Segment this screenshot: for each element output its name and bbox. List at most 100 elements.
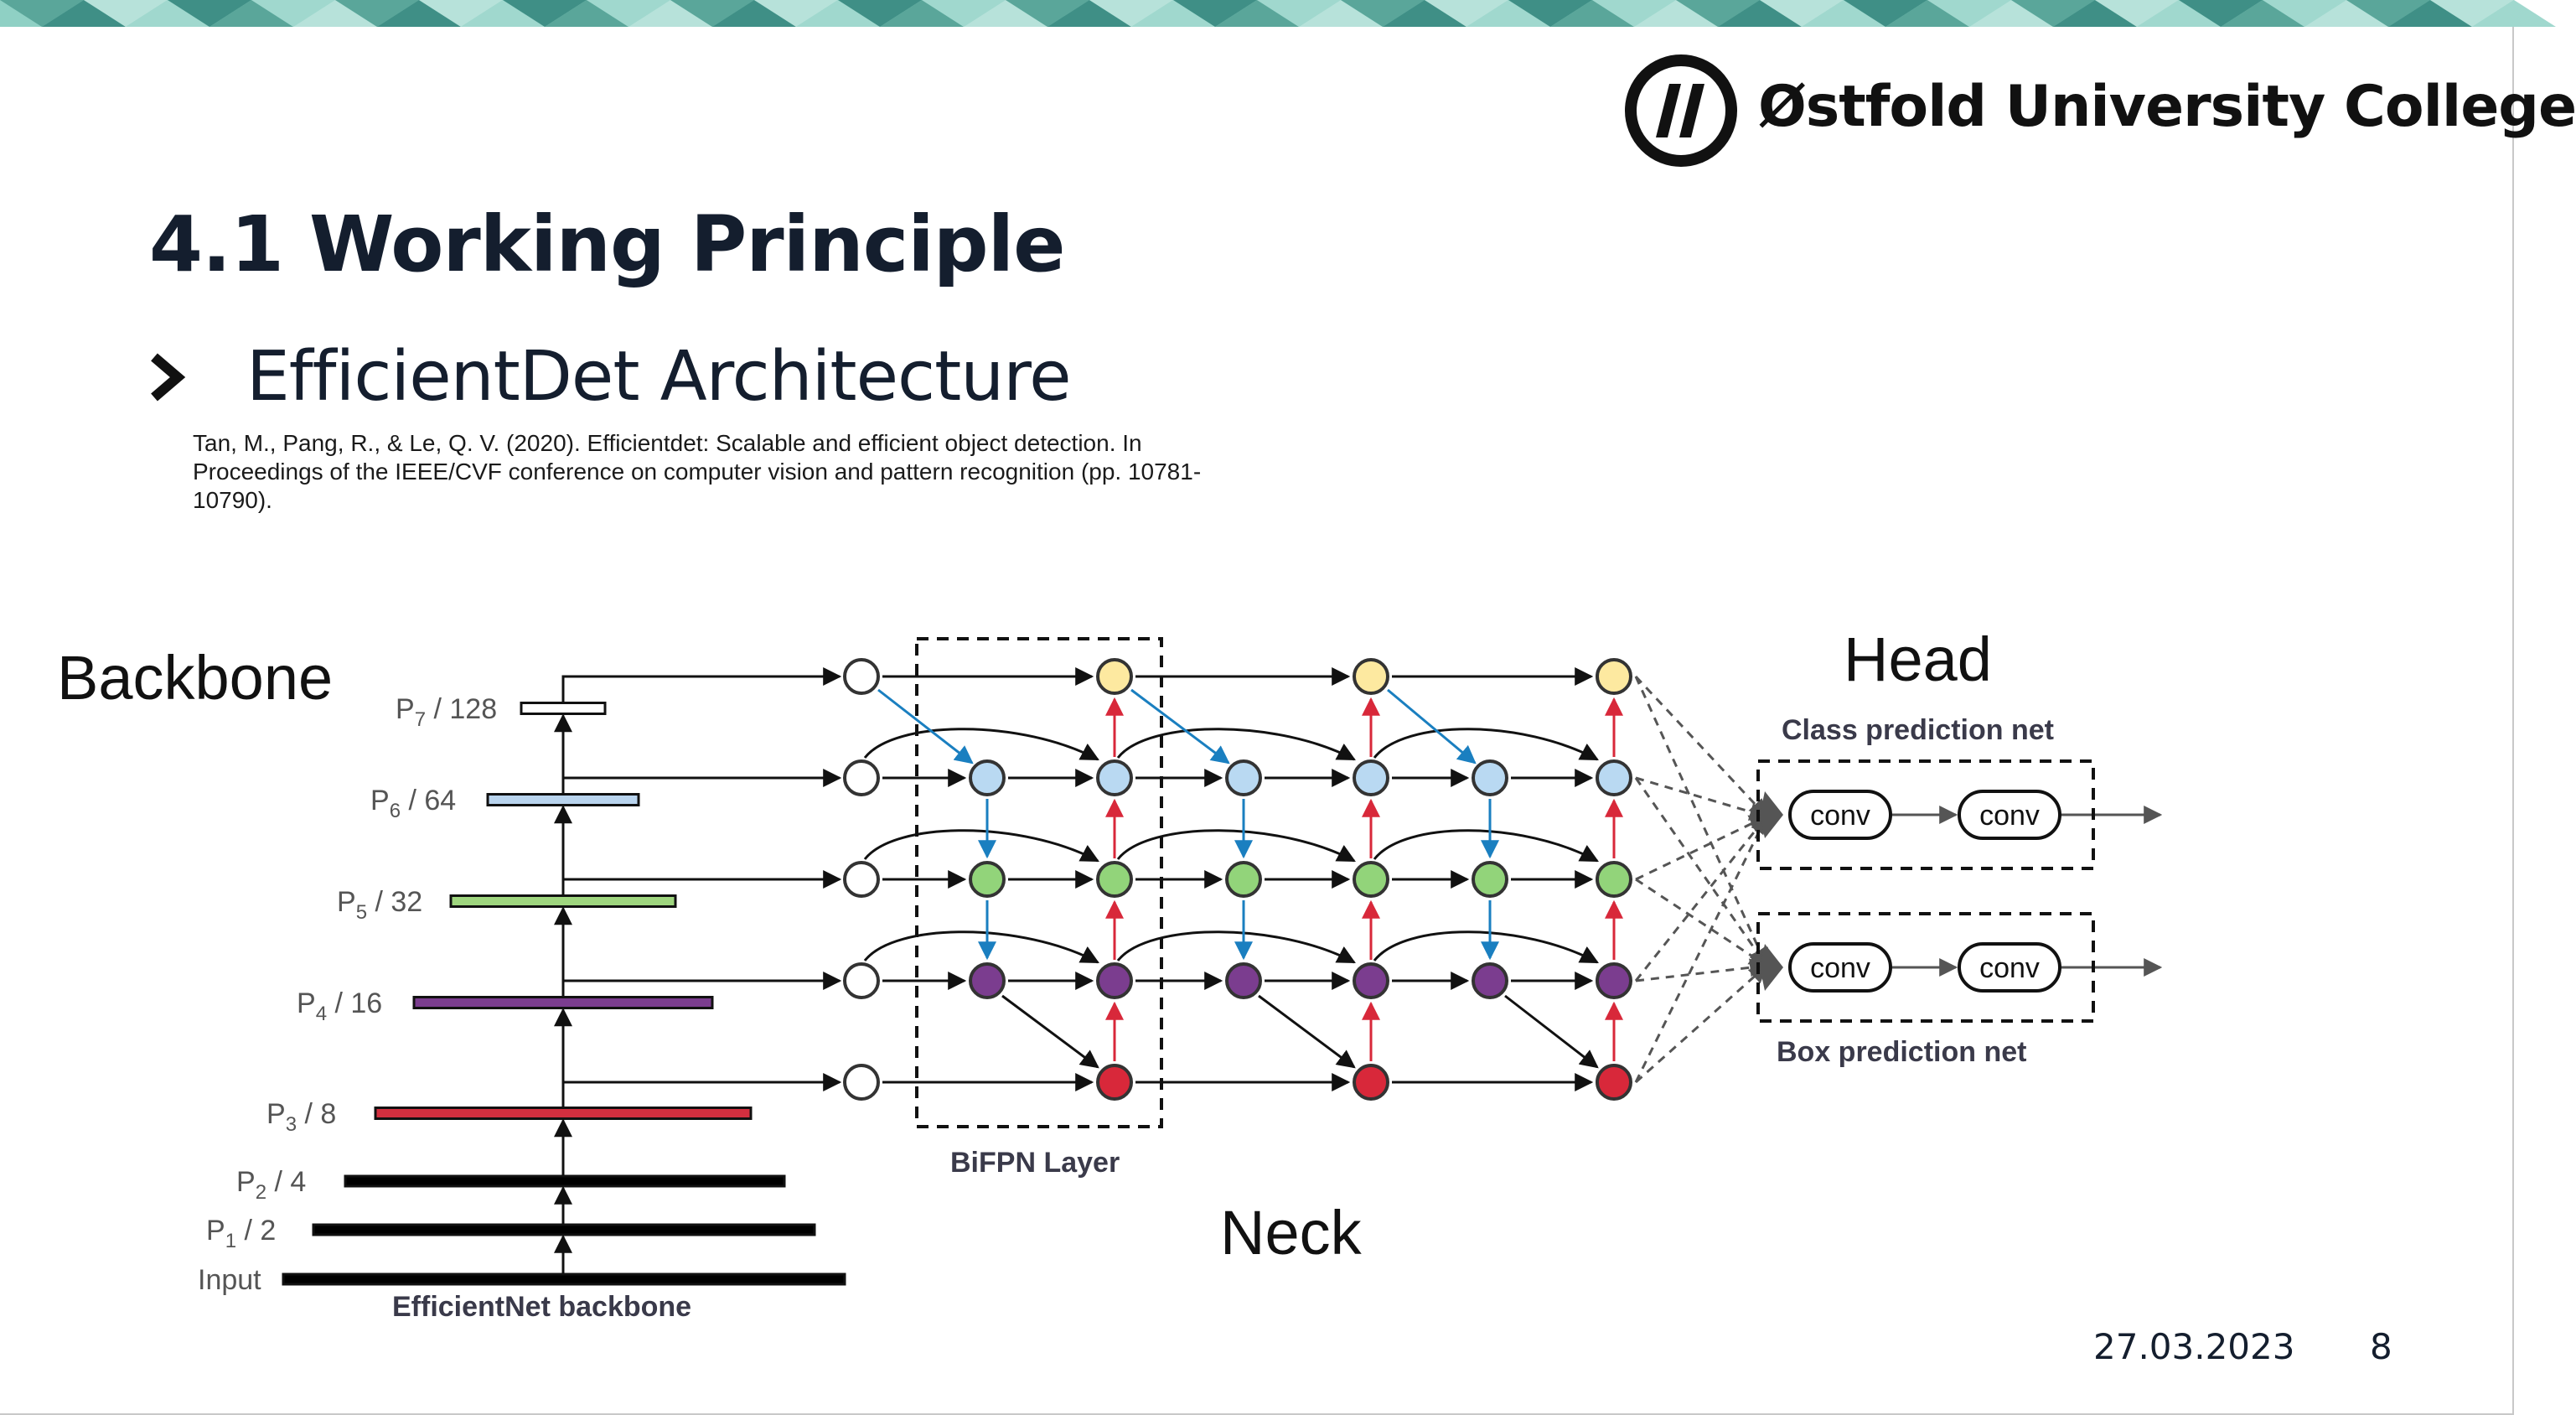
feature-tap bbox=[561, 769, 842, 793]
level-label: P5 / 32 bbox=[337, 886, 422, 924]
top-down-edge bbox=[1130, 688, 1230, 765]
citation: Tan, M., Pang, R., & Le, Q. V. (2020). E… bbox=[193, 429, 1282, 513]
input-node bbox=[843, 658, 880, 695]
conv-block bbox=[1958, 790, 2061, 840]
intermediate-node bbox=[969, 759, 1006, 796]
neck-label: Neck bbox=[1220, 1198, 1363, 1267]
bifpn-skip-curve bbox=[1373, 829, 1599, 863]
band-triangle bbox=[1592, 0, 1676, 27]
head-label: Head bbox=[1844, 625, 1992, 694]
bottom-up-edge bbox=[1258, 994, 1356, 1069]
band-triangle bbox=[1802, 0, 1885, 27]
bifpn-caption: BiFPN Layer bbox=[950, 1147, 1120, 1179]
conv-label: conv bbox=[1979, 952, 2040, 984]
band-triangle bbox=[1341, 0, 1425, 27]
feature-tap bbox=[561, 667, 842, 708]
class-net-caption: Class prediction net bbox=[1782, 714, 2054, 746]
band-triangle bbox=[545, 0, 628, 27]
output-node bbox=[1096, 1064, 1133, 1101]
output-node bbox=[1096, 658, 1133, 695]
class-prediction-net-box bbox=[1756, 759, 2095, 870]
page-number: 8 bbox=[2370, 1326, 2392, 1367]
decorative-band bbox=[0, 0, 2556, 27]
band-triangle bbox=[1089, 0, 1173, 27]
band-triangle bbox=[42, 0, 126, 27]
band-triangle bbox=[461, 0, 545, 27]
bifpn-skip-curve bbox=[863, 829, 1099, 863]
top-down-edge bbox=[1387, 688, 1477, 765]
conv-block bbox=[1788, 790, 1892, 840]
head-input-dashed bbox=[1635, 958, 1769, 982]
band-triangle bbox=[2095, 0, 2179, 27]
band-triangle bbox=[1508, 0, 1592, 27]
slide-frame bbox=[0, 0, 2514, 1415]
output-node bbox=[1096, 962, 1133, 999]
band-triangle bbox=[2388, 0, 2472, 27]
feature-tap bbox=[561, 972, 842, 996]
bifpn-layer-box bbox=[915, 637, 1163, 1128]
bifpn-skip-curve bbox=[1116, 829, 1356, 863]
band-triangle bbox=[754, 0, 838, 27]
feature-tap bbox=[561, 1073, 842, 1107]
bifpn-skip-curve bbox=[863, 930, 1099, 964]
band-triangle bbox=[1466, 0, 1550, 27]
input-node bbox=[843, 861, 880, 898]
band-triangle bbox=[964, 0, 1047, 27]
level-label: P6 / 64 bbox=[370, 785, 456, 822]
output-node bbox=[1596, 1064, 1632, 1101]
citation-line: Tan, M., Pang, R., & Le, Q. V. (2020). E… bbox=[193, 430, 1142, 456]
bifpn-skip-curve bbox=[863, 728, 1099, 761]
intermediate-node bbox=[969, 962, 1006, 999]
feature-tap bbox=[561, 870, 842, 894]
band-triangle bbox=[1215, 0, 1299, 27]
input-node bbox=[843, 1064, 880, 1101]
band-triangle bbox=[1131, 0, 1215, 27]
conv-label: conv bbox=[1979, 800, 2040, 832]
band-triangle bbox=[1173, 0, 1257, 27]
output-node bbox=[1596, 861, 1632, 898]
citation-line: 10790). bbox=[193, 487, 272, 513]
band-triangle bbox=[1299, 0, 1383, 27]
band-triangle bbox=[2053, 0, 2137, 27]
intermediate-node bbox=[969, 861, 1006, 898]
band-triangle bbox=[838, 0, 922, 27]
band-triangle bbox=[796, 0, 880, 27]
feature-level-bar bbox=[412, 996, 714, 1009]
band-triangle bbox=[1550, 0, 1634, 27]
college-logo-icon bbox=[1625, 54, 1737, 167]
institution-name: Østfold University College bbox=[1758, 74, 2576, 140]
intermediate-node bbox=[1225, 759, 1262, 796]
backbone-caption: EfficientNet backbone bbox=[392, 1291, 691, 1323]
feature-level-bar bbox=[486, 793, 640, 806]
band-triangle bbox=[2263, 0, 2346, 27]
head-input-dashed bbox=[1634, 815, 1768, 982]
output-node bbox=[1353, 962, 1389, 999]
backbone-label: Backbone bbox=[57, 643, 333, 713]
band-triangle bbox=[1006, 0, 1089, 27]
input-node bbox=[843, 962, 880, 999]
merge-icon bbox=[1760, 944, 1783, 991]
efficientdet-diagram: Backbone Neck Head EfficientNet backbone… bbox=[57, 625, 2163, 1323]
band-triangle bbox=[712, 0, 796, 27]
head-input-dashed bbox=[1635, 776, 1769, 821]
level-label: Input bbox=[198, 1264, 261, 1296]
citation-line: Proceedings of the IEEE/CVF conference o… bbox=[193, 459, 1202, 485]
band-triangle bbox=[628, 0, 712, 27]
output-node bbox=[1353, 658, 1389, 695]
band-triangle bbox=[1969, 0, 2053, 27]
band-triangle bbox=[209, 0, 293, 27]
merge-icon bbox=[1760, 791, 1783, 838]
bottom-up-edge bbox=[1001, 994, 1099, 1069]
intermediate-node bbox=[1225, 861, 1262, 898]
feature-level-bar bbox=[374, 1107, 753, 1120]
band-triangle bbox=[168, 0, 251, 27]
intermediate-node bbox=[1225, 962, 1262, 999]
band-triangle bbox=[1425, 0, 1508, 27]
band-triangle bbox=[2137, 0, 2221, 27]
input-node bbox=[843, 759, 880, 796]
chevron-right-icon bbox=[151, 353, 186, 402]
level-label: P3 / 8 bbox=[266, 1098, 336, 1136]
bottom-up-edge bbox=[1504, 994, 1599, 1069]
head-input-dashed bbox=[1634, 676, 1768, 968]
feature-level-bar bbox=[449, 894, 677, 908]
